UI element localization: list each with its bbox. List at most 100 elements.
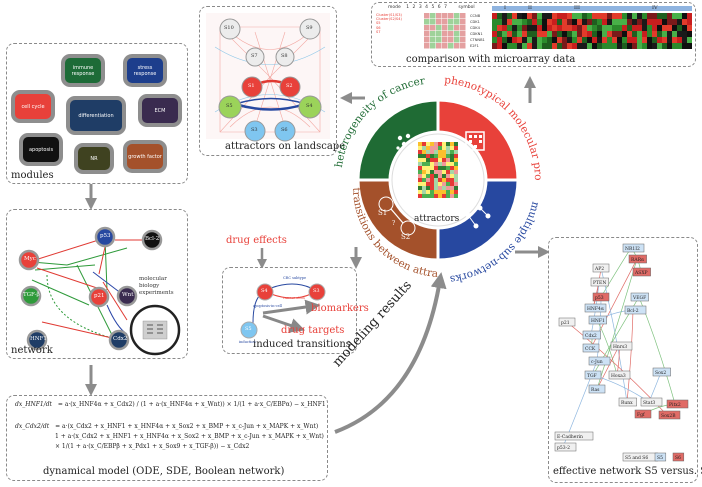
landscape-label-s4: S4: [306, 103, 313, 109]
node-label-wnt: Wnt: [122, 292, 134, 298]
landscape-panel: S10 S9 S7 S8 S1 S2 S5 S4 S3 S6 attractor…: [199, 6, 345, 156]
effective-edge: [626, 309, 634, 403]
module-immune-response: immune response: [61, 54, 105, 87]
effective-node-label: HNF4α: [587, 306, 604, 312]
effective-legend-label: S6: [675, 455, 681, 461]
module-ecm: ECM: [138, 94, 182, 127]
effective-node-label: Sox2B: [661, 413, 676, 419]
label-subnetworks: multiple sub-networks: [449, 200, 541, 285]
microarray-header: mode 1 2 3 4 5 6 7 symbol: [388, 5, 475, 10]
node-p53: [94, 226, 116, 248]
effective-node-box: [634, 409, 652, 419]
effective-node-box: [588, 384, 606, 394]
landscape-node-s5: [218, 95, 242, 119]
effective-node-label: PTEN: [593, 280, 606, 286]
landscape-caption: attractors on landscape: [225, 141, 346, 152]
landscape-node-s9: [299, 18, 321, 40]
microarray-roman: I II III IV: [504, 5, 658, 11]
node-p21: [88, 286, 110, 308]
effective-node-box: [652, 367, 671, 377]
effective-node-box: [588, 356, 611, 366]
effective-node-label: Hnrs3: [613, 344, 627, 350]
effective-node-box: [658, 410, 681, 420]
effective-node-label: c-Jun: [591, 359, 603, 365]
small-label-induction: induction: [239, 340, 256, 344]
landscape-node-s7: [245, 47, 265, 67]
arrow-modeling-results: [334, 272, 447, 434]
effective-node-box: [554, 431, 594, 441]
effective-node-label: AP2: [594, 266, 604, 272]
effective-node-label: Bcl-2: [627, 308, 639, 314]
node-label-p53: p53: [100, 233, 111, 239]
effective-legend-label: S5: [657, 455, 663, 461]
inner-heatmap: [418, 142, 458, 198]
ring-center-label: attractors: [414, 214, 460, 224]
small-label-apoptosis: apoptosis-in-cell: [253, 304, 282, 308]
landscape-label-s2: S2: [286, 83, 293, 89]
effective-node-label: CCK: [585, 346, 596, 352]
node-label-bcl2: Bcl-2: [145, 236, 160, 242]
node-label-myc: Myc: [24, 256, 36, 262]
effective-node-label: Stat3: [643, 400, 655, 406]
landscape-label-s5: S5: [226, 103, 233, 109]
transitions-graph: [240, 283, 326, 339]
transition-label-s5: S5: [245, 326, 252, 332]
transitions-panel: S4 S3 S5 CRC subtype cancer stem apoptos…: [222, 267, 369, 354]
landscape-node-s3: [244, 120, 266, 142]
drug-effects-label: drug effects: [226, 235, 287, 246]
effective-caption: effective network S5 versus. S6: [553, 466, 702, 477]
modules-caption: modules: [11, 170, 54, 181]
ring-text-labels: heterogeneity of cancer phenotypical mol…: [313, 55, 544, 285]
effective-node-label: Fgf: [637, 412, 645, 418]
landscape-node-s6: [274, 120, 296, 142]
transition-node-s5: [240, 321, 258, 339]
transitions-caption: induced transitions: [253, 339, 351, 350]
network-panel: Myc p53 Bcl-2 TGF-β p21 Wnt HNF1 Cdx2 mo…: [6, 209, 188, 359]
landscape-node-s8: [275, 47, 295, 67]
effective-node-box: [630, 292, 649, 302]
effective-node-box: [628, 254, 647, 264]
green-sector-icon: [396, 133, 415, 150]
effective-node-box: [558, 317, 576, 327]
effective-node-box: [592, 292, 610, 302]
microarray-row-labels: Cluster(S1/S3) Cluster(S2/S4) S5 S6 S7: [376, 13, 402, 34]
blue-sector-network-icon: [465, 205, 491, 229]
effective-node-label: Sox2: [655, 370, 666, 376]
landscape-node-s4: [298, 95, 322, 119]
effective-node-label: RARα: [631, 257, 644, 263]
ring-node-s1: S1: [378, 209, 388, 217]
attractor-ring: [356, 98, 520, 262]
effective-node-label: VEGF: [632, 295, 646, 301]
ring-node-s2: S2: [401, 233, 411, 241]
module-growth-factor: growth factor: [123, 140, 167, 173]
landscape-label-s1: S1: [248, 83, 255, 89]
effective-node-box: [618, 397, 637, 407]
modules-panel: immune response stress response cell cyc…: [6, 43, 188, 184]
effective-edge: [596, 345, 620, 390]
node-label-cdx2: Cdx2: [113, 336, 128, 342]
effective-node-box: [554, 442, 577, 452]
effective-node-label: Cdx2: [585, 333, 597, 339]
dynamical-caption: dynamical model (ODE, SDE, Boolean netwo…: [43, 466, 285, 477]
effective-node-box: [582, 330, 601, 340]
landscape-label-s8: S8: [281, 53, 288, 59]
effective-edge: [600, 247, 632, 298]
effective-node-label: Hoxa3: [611, 373, 626, 379]
red-sector-grid-icon: [465, 131, 485, 151]
biomarkers-label: biomarkers: [311, 303, 369, 314]
effective-node-label: Ras: [591, 387, 600, 393]
ring-question-mark: ?: [392, 220, 396, 227]
landscape-label-s7: S7: [251, 53, 258, 59]
small-label-stem: cancer stem: [283, 296, 305, 300]
brown-sector-transition-icon: [378, 196, 416, 236]
effective-node-box: [610, 341, 633, 351]
module-stress-response: stress response: [123, 54, 167, 87]
label-heterogeneity: heterogeneity of cancer: [333, 75, 427, 169]
module-nr: NR: [74, 143, 114, 174]
transition-node-s4: [256, 283, 274, 301]
microarray-caption: comparison with microarray data: [406, 54, 576, 65]
node-label-p21: p21: [94, 293, 105, 299]
node-label-hnf1: HNF1: [30, 336, 47, 342]
sector-transitions: [356, 178, 440, 262]
